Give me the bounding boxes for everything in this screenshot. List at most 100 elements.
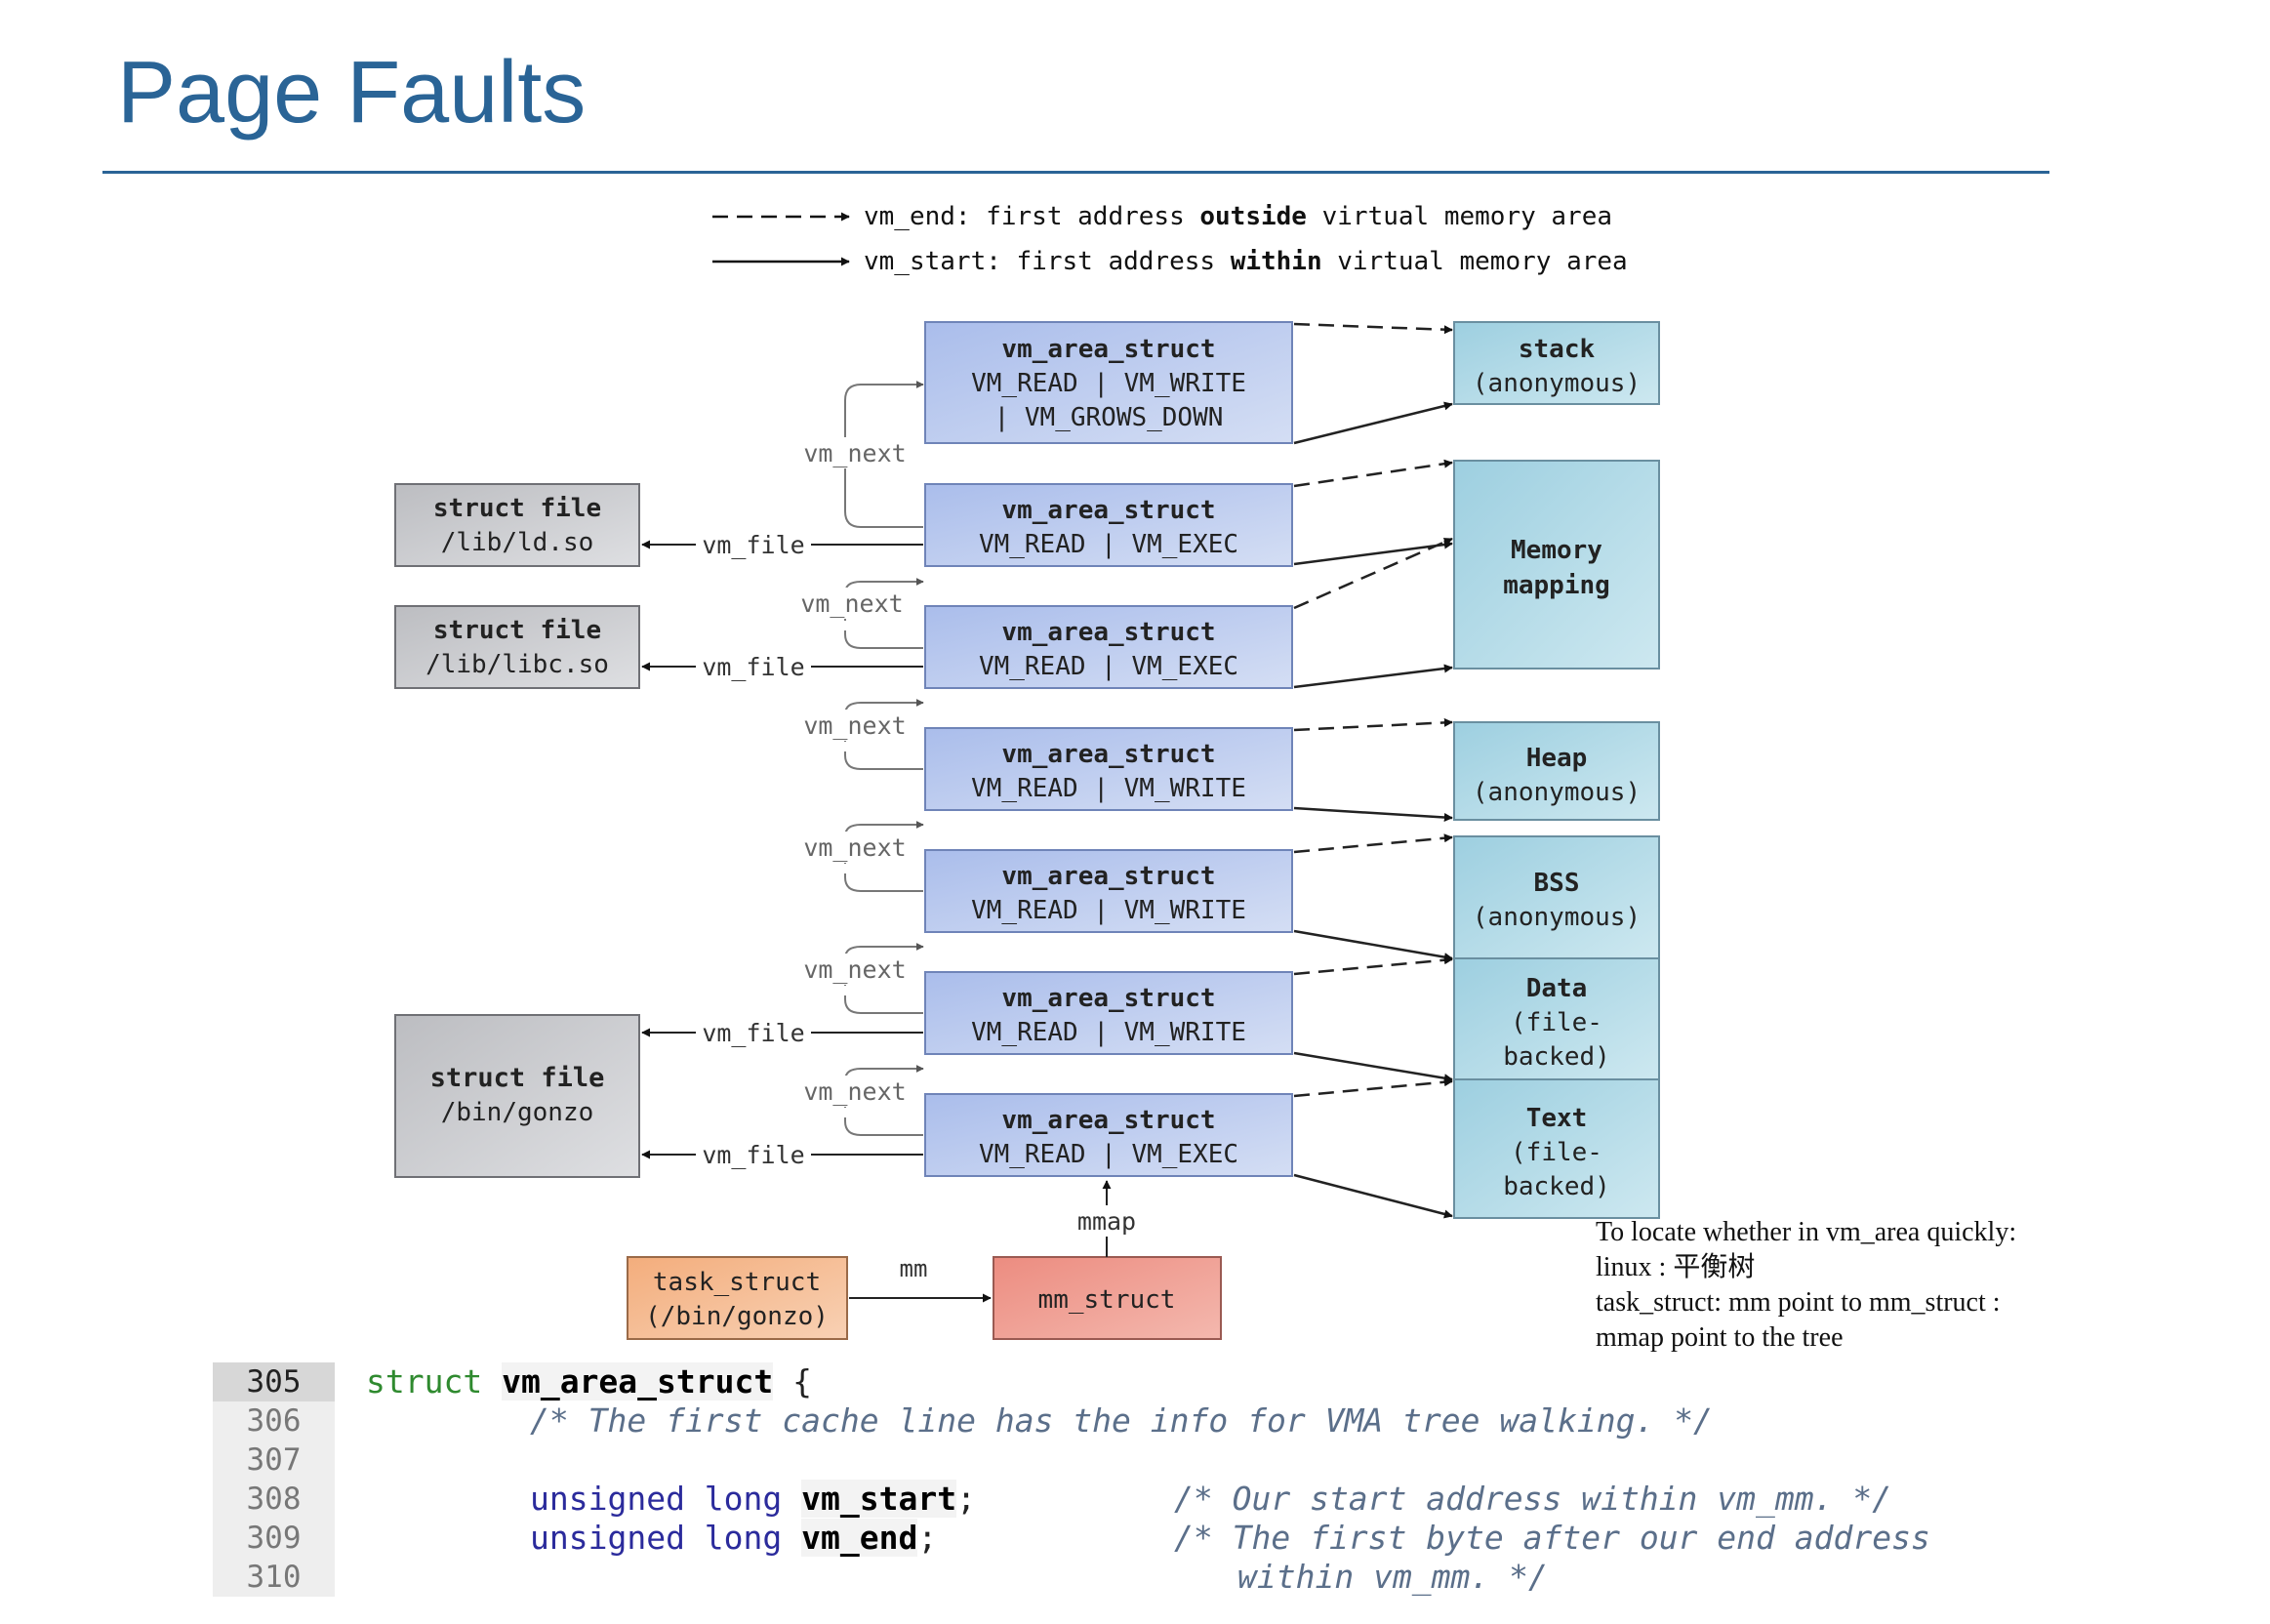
vm-end-arrow (1293, 1077, 1453, 1098)
vma-title: vm_area_struct (1001, 335, 1215, 364)
comment: /* The first cache line has the info for… (530, 1401, 1713, 1440)
vma-title: vm_area_struct (1001, 740, 1215, 769)
vm-file-label: vm_file (702, 531, 804, 559)
vm-start-arrow (1293, 401, 1453, 445)
vm-next-label: vm_next (803, 711, 906, 740)
region-heap (1453, 721, 1660, 821)
vm-end-arrow (1293, 322, 1453, 335)
page-title: Page Faults (117, 44, 587, 142)
vma-flags: VM_READ | VM_WRITE (971, 369, 1246, 398)
comment: /* Our start address within vm_mm. */ (1174, 1480, 1892, 1518)
region-text (1453, 1078, 1660, 1219)
vm-end-arrow (1293, 955, 1453, 976)
region-bss (1453, 835, 1660, 959)
comment: /* The first byte after our end address (1174, 1519, 1930, 1557)
region-data (1453, 957, 1660, 1080)
vm-start-arrow (1293, 806, 1453, 822)
region-mm-line1: Memory (1511, 536, 1602, 565)
vma-flags: VM_READ | VM_WRITE (971, 896, 1246, 925)
region-memory-mapping (1453, 460, 1660, 670)
punct: { (773, 1362, 812, 1401)
label-backdrop (798, 954, 912, 985)
label-backdrop (798, 832, 912, 863)
vma-flags: VM_READ | VM_EXEC (979, 1140, 1238, 1169)
code-listing: 305 306 307 308 309 310 struct vm_area_s… (213, 1362, 2018, 1597)
annotation-note: To locate whether in vm_area quickly: lin… (1596, 1215, 2016, 1356)
vma-flags: VM_READ | VM_EXEC (979, 652, 1238, 681)
region-heap-sub: (anonymous) (1473, 778, 1641, 807)
note-line: mmap point to the tree (1596, 1322, 1844, 1353)
vm-start-arrow (1293, 664, 1453, 689)
process-structs: task_struct (/bin/gonzo) mm_struct mm mm… (627, 1180, 1222, 1340)
label-backdrop (1068, 1205, 1146, 1237)
vma-box-heap (924, 727, 1293, 811)
vma-title: vm_area_struct (1001, 862, 1215, 891)
comment: within vm_mm. */ (1237, 1558, 1548, 1596)
label-backdrop (798, 1076, 912, 1107)
code-line-305: struct vm_area_struct { (366, 1362, 812, 1401)
code-comment-308: /* Our start address within vm_mm. */ (1174, 1480, 1891, 1519)
region-heap-title: Heap (1526, 744, 1588, 773)
type: unsigned long (530, 1480, 783, 1518)
vma-diagram: vm_end: first address outside virtual me… (394, 202, 1660, 1340)
vm-file-label: vm_file (702, 653, 804, 681)
vm-start-arrow (1293, 929, 1453, 962)
file-path: /lib/ld.so (441, 528, 594, 557)
vm-end-arrow (1293, 537, 1453, 610)
file-path: /bin/gonzo (441, 1098, 594, 1127)
vma-box-bss (924, 849, 1293, 933)
vm-file-labels: vm_file vm_file vm_file vm_file (696, 529, 811, 1170)
mmap-label: mmap (1077, 1207, 1136, 1236)
region-text-sub2: backed) (1503, 1172, 1610, 1201)
label-backdrop (696, 651, 811, 682)
title-underline (102, 171, 2049, 174)
file-box-ld (394, 483, 640, 567)
label-backdrop (795, 588, 909, 619)
region-text-sub1: (file- (1511, 1138, 1602, 1167)
vma-title: vm_area_struct (1001, 618, 1215, 647)
vm-next-label: vm_next (803, 833, 906, 862)
region-stack-sub: (anonymous) (1473, 369, 1641, 398)
region-bss-sub: (anonymous) (1473, 903, 1641, 932)
region-data-sub2: backed) (1503, 1042, 1610, 1072)
vma-title: vm_area_struct (1001, 1106, 1215, 1135)
code-line-310: within vm_mm. */ (1237, 1558, 1548, 1597)
vma-box-data (924, 971, 1293, 1055)
vma-flags: VM_READ | VM_EXEC (979, 530, 1238, 559)
note-line: To locate whether in vm_area quickly: (1596, 1217, 2017, 1247)
label-backdrop (798, 710, 912, 741)
legend-vm-start: vm_start: first address within virtual m… (864, 247, 1628, 276)
vma-box-libc (924, 605, 1293, 689)
file-path: /lib/libc.so (426, 650, 609, 679)
code-line-309: unsigned long vm_end; (530, 1519, 937, 1558)
region-bss-title: BSS (1534, 869, 1580, 898)
line-number: 310 (213, 1558, 335, 1597)
line-number: 306 (213, 1401, 335, 1441)
note-line: linux : 平衡树 (1596, 1252, 1756, 1282)
identifier: vm_area_struct (502, 1362, 774, 1401)
vm-next-label: vm_next (803, 955, 906, 984)
line-number-gutter: 305 306 307 308 309 310 (213, 1362, 335, 1597)
label-backdrop (696, 1017, 811, 1048)
vma-title: vm_area_struct (1001, 496, 1215, 525)
vma-title: vm_area_struct (1001, 984, 1215, 1013)
vm-next-links (844, 381, 923, 1136)
file-title: struct file (433, 494, 601, 523)
file-title: struct file (433, 616, 601, 645)
diagram-legend: vm_end: first address outside virtual me… (712, 202, 1628, 276)
code-comment-309: /* The first byte after our end address (1174, 1519, 1930, 1558)
region-data-sub1: (file- (1511, 1008, 1602, 1037)
vma-box-ld (924, 483, 1293, 567)
line-number: 307 (213, 1441, 335, 1480)
region-text-title: Text (1526, 1104, 1588, 1133)
punct: ; (956, 1480, 976, 1518)
identifier: vm_start (801, 1480, 957, 1518)
vm-start-arrow (1293, 1173, 1453, 1219)
region-mm-line2: mapping (1503, 571, 1610, 600)
code-line-306: /* The first cache line has the info for… (530, 1401, 1713, 1441)
memory-regions: stack (anonymous) Memory mapping Heap (a… (1453, 321, 1660, 1219)
line-number: 308 (213, 1480, 335, 1519)
region-stack (1453, 321, 1660, 405)
label-backdrop (696, 529, 811, 560)
vm-end-arrow (1293, 717, 1453, 732)
